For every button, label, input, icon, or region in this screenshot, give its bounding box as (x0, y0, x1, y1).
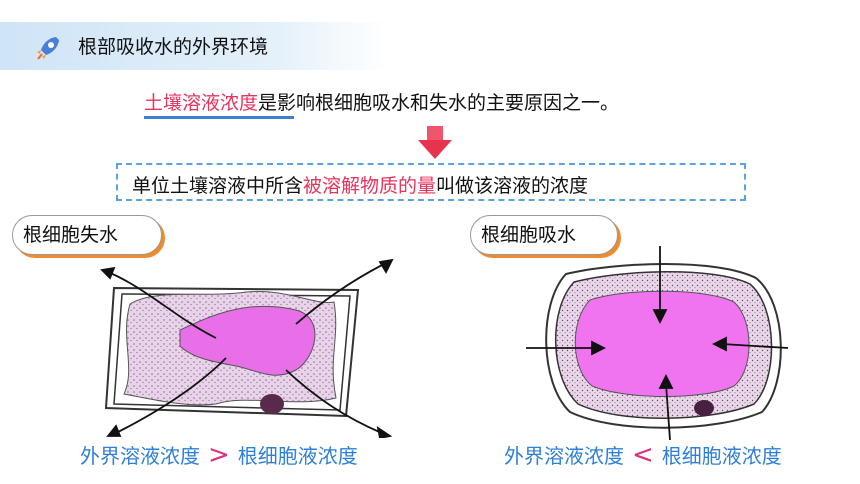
water-in-arrows (526, 246, 789, 441)
intro-highlight: 土壤溶液浓度 (144, 92, 259, 114)
definition-highlight: 被溶解物质的量 (303, 175, 437, 197)
intro-rest: 是影响根细胞吸水和失水的主要原因之一。 (258, 92, 620, 114)
comparison-left: 外界溶液浓度 (504, 444, 624, 468)
section-header: 根部吸收水的外界环境 (0, 22, 390, 70)
rocket-icon (37, 37, 59, 60)
comparison-absorbing-water: 外界溶液浓度 < 根细胞液浓度 (504, 440, 782, 470)
comparison-left: 外界溶液浓度 (80, 444, 200, 468)
down-arrow-icon (418, 126, 452, 159)
page-title: 根部吸收水的外界环境 (78, 36, 269, 58)
comparison-losing-water: 外界溶液浓度 > 根细胞液浓度 (80, 440, 358, 470)
comparison-right: 根细胞液浓度 (661, 444, 782, 468)
vacuole (574, 290, 750, 397)
highlight-underline (144, 116, 294, 119)
definition-post: 叫做该溶液的浓度 (436, 175, 589, 197)
vacuole (179, 305, 316, 376)
cell-losing-water-diagram (100, 258, 394, 438)
water-out-arrows (100, 258, 394, 438)
nucleus (260, 394, 284, 414)
label-cell-losing-water: 根细胞失水 (12, 215, 162, 255)
comparison-right: 根细胞液浓度 (237, 444, 358, 468)
definition-pre: 单位土壤溶液中所含 (132, 175, 304, 197)
nucleus (694, 400, 714, 416)
greater-than-symbol: > (208, 440, 230, 470)
definition-box: 单位土壤溶液中所含被溶解物质的量叫做该溶液的浓度 (116, 163, 746, 201)
intro-sentence: 土壤溶液浓度是影响根细胞吸水和失水的主要原因之一。 (144, 88, 620, 119)
less-than-symbol: < (632, 440, 654, 470)
label-cell-absorbing-water: 根细胞吸水 (470, 215, 618, 255)
cell-absorbing-water-diagram (526, 246, 789, 441)
